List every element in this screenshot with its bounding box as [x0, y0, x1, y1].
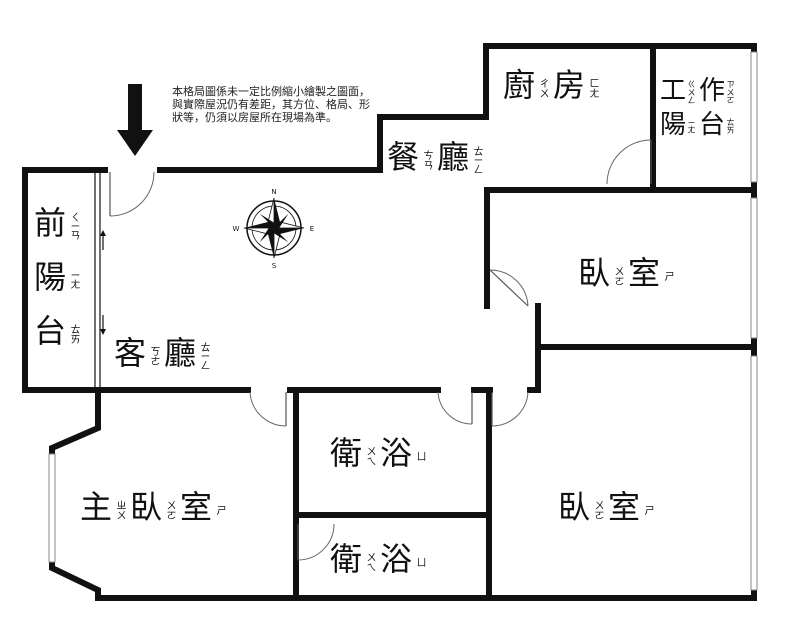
room-bedroom-2-label: 臥ㄨㄛ室ㄕ [558, 488, 654, 526]
room-bathroom-2-label: 衛ㄨㄟ浴ㄩ [330, 540, 426, 578]
room-work-balcony-label: 工ㄍㄨㄥ作ㄗㄨㄛ 陽ㄧㄤ台ㄊㄞ [660, 76, 736, 140]
interior-walls [94, 45, 757, 599]
room-front-balcony-label: 前ㄑㄧㄢ 陽ㄧㄤ 台ㄊㄞ [34, 204, 80, 350]
room-master-bedroom-label: 主ㄓㄨ臥ㄨㄛ室ㄕ [80, 488, 226, 526]
windows [48, 51, 758, 591]
room-kitchen-label: 廚ㄔㄨ房ㄈㄤ [503, 66, 599, 104]
compass-east-label: E [310, 225, 314, 233]
compass-west-label: W [233, 225, 240, 233]
compass-north-label: N [271, 188, 276, 196]
compass-south-label: S [272, 262, 277, 270]
room-bedroom-1-label: 臥ㄨㄛ室ㄕ [578, 254, 674, 292]
room-living-label: 客ㄎㄜ廳ㄊㄧㄥ [114, 334, 210, 372]
room-dining-label: 餐ㄘㄢ廳ㄊㄧㄥ [387, 138, 483, 176]
compass-rose-icon: N S E W [233, 188, 315, 270]
doors [100, 139, 652, 561]
room-bathroom-1-label: 衛ㄨㄟ浴ㄩ [330, 434, 426, 472]
exterior-wall [22, 43, 757, 601]
entrance-arrow-icon [117, 84, 153, 156]
disclaimer-note: 本格局圖係未一定比例縮小繪製之圖面，與實際屋況仍有差距，其方位、格局、形狀等，仍… [172, 85, 370, 124]
